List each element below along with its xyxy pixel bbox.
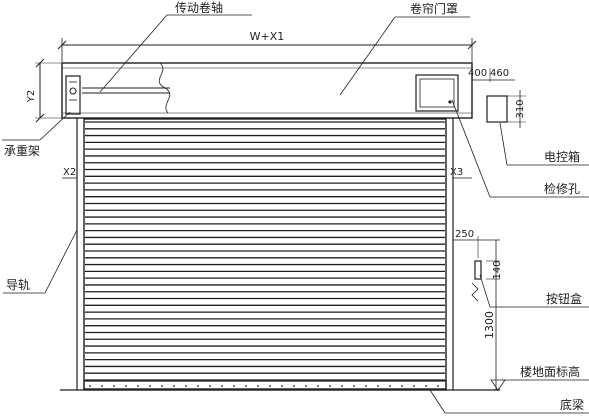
beam-dot xyxy=(281,385,283,387)
floor-level-label: 楼地面标高 xyxy=(520,364,580,379)
control-box: 310 xyxy=(486,90,526,128)
beam-dot xyxy=(413,385,415,387)
beam-dot xyxy=(317,385,319,387)
beam-dot xyxy=(149,385,151,387)
beam-dot xyxy=(209,385,211,387)
inspection-hole-label: 检修孔 xyxy=(544,181,580,196)
bottom-beam-label: 底梁 xyxy=(560,397,584,412)
x3-dimension: X3 xyxy=(450,167,472,179)
button-box: 250 140 1300 xyxy=(453,229,503,390)
hood-height-dimension: Y2 xyxy=(26,58,62,123)
beam-dot xyxy=(125,385,127,387)
x2-dimension: X2 xyxy=(62,167,77,179)
floor-level-symbol xyxy=(490,379,506,391)
drive-shaft-label: 传动卷轴 xyxy=(175,0,223,15)
beam-dot xyxy=(377,385,379,387)
beam-dot xyxy=(197,385,199,387)
hood-dim-400: 400 xyxy=(468,68,487,79)
bearing-bracket xyxy=(65,75,81,115)
beam-dot xyxy=(137,385,139,387)
beam-dot xyxy=(101,385,103,387)
inspection-hole xyxy=(415,74,459,112)
x2-label: X2 xyxy=(63,167,76,178)
beam-dot xyxy=(341,385,343,387)
beam-dot xyxy=(245,385,247,387)
hood-dim-460: 460 xyxy=(490,68,509,79)
beam-dot xyxy=(437,385,439,387)
shutter-hood xyxy=(61,62,473,119)
x3-label: X3 xyxy=(450,167,463,178)
overall-width-dimension: W+X1 xyxy=(57,30,477,62)
guide-rails xyxy=(76,118,454,390)
overall-width-label: W+X1 xyxy=(250,30,285,43)
beam-dot xyxy=(173,385,175,387)
control-box-height: 310 xyxy=(515,99,526,118)
beam-dot xyxy=(113,385,115,387)
leader-lines xyxy=(2,14,589,414)
beam-dot xyxy=(89,385,91,387)
beam-dot xyxy=(221,385,223,387)
control-box-label: 电控箱 xyxy=(544,149,580,164)
bearing-frame-label: 承重架 xyxy=(4,144,40,158)
beam-dot xyxy=(401,385,403,387)
beam-dot xyxy=(269,385,271,387)
button-height-dim: 1300 xyxy=(483,311,496,339)
beam-dot xyxy=(353,385,355,387)
beam-dot xyxy=(389,385,391,387)
beam-dot xyxy=(257,385,259,387)
hood-top-dimension: 400 460 xyxy=(468,68,515,82)
shutter-hood-label: 卷帘门罩 xyxy=(410,1,458,16)
button-offset-dim: 250 xyxy=(455,229,474,240)
beam-dot xyxy=(365,385,367,387)
beam-dot xyxy=(185,385,187,387)
beam-dot xyxy=(161,385,163,387)
button-box-label: 按钮盒 xyxy=(546,291,582,306)
button-box-height-dim: 140 xyxy=(492,260,503,279)
guide-rail-label: 导轨 xyxy=(6,278,30,292)
curtain-slats xyxy=(85,121,445,381)
hood-height-label: Y2 xyxy=(26,90,37,103)
rolling-curtain xyxy=(83,118,447,390)
beam-dot xyxy=(305,385,307,387)
beam-dot xyxy=(329,385,331,387)
beam-dot xyxy=(425,385,427,387)
beam-dot xyxy=(293,385,295,387)
beam-dot xyxy=(233,385,235,387)
